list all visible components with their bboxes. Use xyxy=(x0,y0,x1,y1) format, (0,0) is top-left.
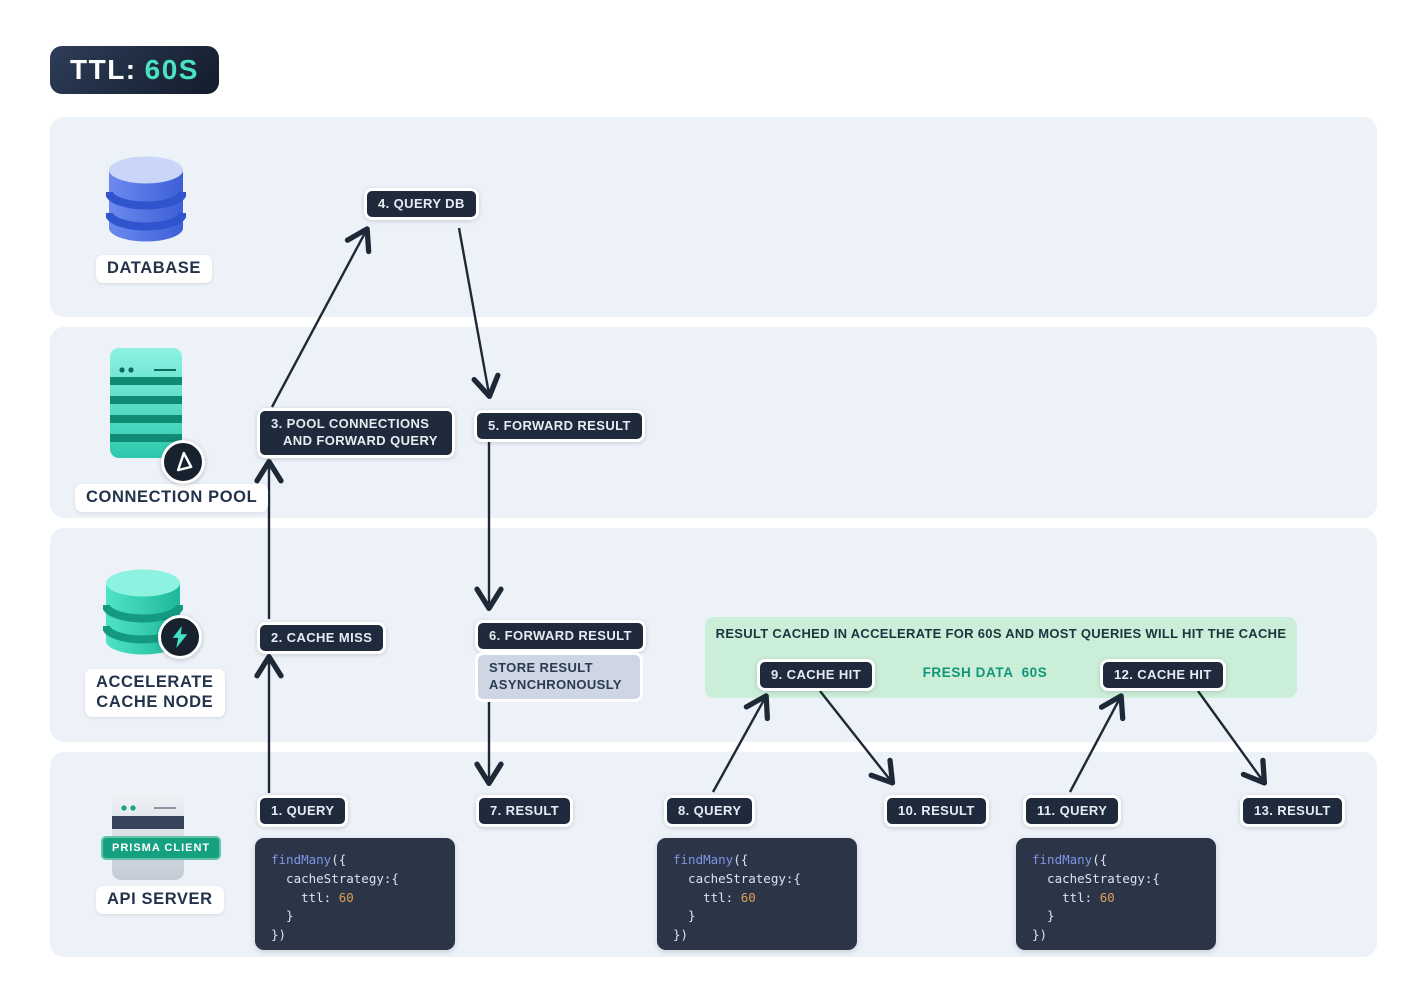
step-3-line1: 3. POOL CONNECTIONS xyxy=(271,416,430,431)
code-l1: ({ xyxy=(1092,852,1108,867)
api-server-label: API SERVER xyxy=(96,886,224,914)
fresh-data-text: FRESH DATA xyxy=(922,665,1014,680)
step-6-forward-result: 6. FORWARD RESULT xyxy=(475,620,646,652)
api-server-icon xyxy=(112,790,184,880)
step-11-query: 11. QUERY xyxy=(1023,795,1122,827)
database-icon xyxy=(106,156,186,242)
code-l2: cacheStrategy:{ xyxy=(271,870,399,886)
prisma-client-badge: PRISMA CLIENT xyxy=(101,836,222,860)
store-result-note: STORE RESULT ASYNCHRONOUSLY xyxy=(475,652,643,702)
accelerate-label-line1: ACCELERATE xyxy=(96,673,214,691)
accelerate-cache-node-label: ACCELERATE CACHE NODE xyxy=(85,669,225,717)
step-8-query: 8. QUERY xyxy=(664,795,756,827)
step-4-query-db: 4. QUERY DB xyxy=(364,188,479,220)
fresh-data-value: 60S xyxy=(1021,665,1048,680)
ttl-label: TTL: xyxy=(70,54,137,85)
code-l4: } xyxy=(1032,908,1055,924)
code-ttl-value: 60 xyxy=(338,889,354,905)
step-7-result: 7. RESULT xyxy=(476,795,574,827)
connection-pool-icon xyxy=(110,348,182,458)
ttl-badge: TTL:60S xyxy=(50,46,219,94)
code-l2: cacheStrategy:{ xyxy=(1032,870,1160,886)
code-l3-key: ttl: xyxy=(1032,889,1100,905)
code-block-2: findMany({ cacheStrategy:{ ttl: 60 } }) xyxy=(657,838,857,950)
lightning-bolt-icon xyxy=(172,626,188,648)
step-13-result: 13. RESULT xyxy=(1240,795,1345,827)
code-l5: }) xyxy=(1032,927,1048,942)
connection-pool-label: CONNECTION POOL xyxy=(75,484,269,512)
step-5-forward-result: 5. FORWARD RESULT xyxy=(474,410,645,442)
store-result-line2: ASYNCHRONOUSLY xyxy=(489,676,622,692)
code-l4: } xyxy=(673,908,696,924)
code-ttl-value: 60 xyxy=(1099,889,1115,905)
step-3-pool-connections: 3. POOL CONNECTIONS AND FORWARD QUERY xyxy=(257,408,455,458)
code-fn: findMany xyxy=(673,852,734,867)
step-3-line2: AND FORWARD QUERY xyxy=(283,432,438,448)
step-9-cache-hit: 9. CACHE HIT xyxy=(757,659,876,691)
code-l2: cacheStrategy:{ xyxy=(673,870,801,886)
code-l1: ({ xyxy=(331,852,347,867)
code-fn: findMany xyxy=(271,852,332,867)
code-l3-key: ttl: xyxy=(271,889,339,905)
code-ttl-value: 60 xyxy=(740,889,756,905)
database-label: DATABASE xyxy=(96,255,213,283)
code-l4: } xyxy=(271,908,294,924)
cache-banner-title: RESULT CACHED IN ACCELERATE FOR 60S AND … xyxy=(715,626,1287,641)
prisma-logo-badge xyxy=(161,440,205,484)
store-result-line1: STORE RESULT xyxy=(489,660,593,675)
step-1-query: 1. QUERY xyxy=(257,795,349,827)
accelerate-label-line2: CACHE NODE xyxy=(96,692,214,711)
step-10-result: 10. RESULT xyxy=(884,795,989,827)
code-l5: }) xyxy=(673,927,689,942)
step-2-cache-miss: 2. CACHE MISS xyxy=(257,622,387,654)
code-l5: }) xyxy=(271,927,287,942)
prisma-logo-icon xyxy=(176,451,193,472)
code-l3-key: ttl: xyxy=(673,889,741,905)
ttl-value: 60S xyxy=(144,54,199,85)
code-l1: ({ xyxy=(733,852,749,867)
fresh-data-label: FRESH DATA 60S xyxy=(905,665,1065,680)
code-block-3: findMany({ cacheStrategy:{ ttl: 60 } }) xyxy=(1016,838,1216,950)
code-block-1: findMany({ cacheStrategy:{ ttl: 60 } }) xyxy=(255,838,455,950)
lane-database xyxy=(50,117,1377,317)
step-12-cache-hit: 12. CACHE HIT xyxy=(1100,659,1226,691)
code-fn: findMany xyxy=(1032,852,1093,867)
lightning-badge xyxy=(158,615,202,659)
